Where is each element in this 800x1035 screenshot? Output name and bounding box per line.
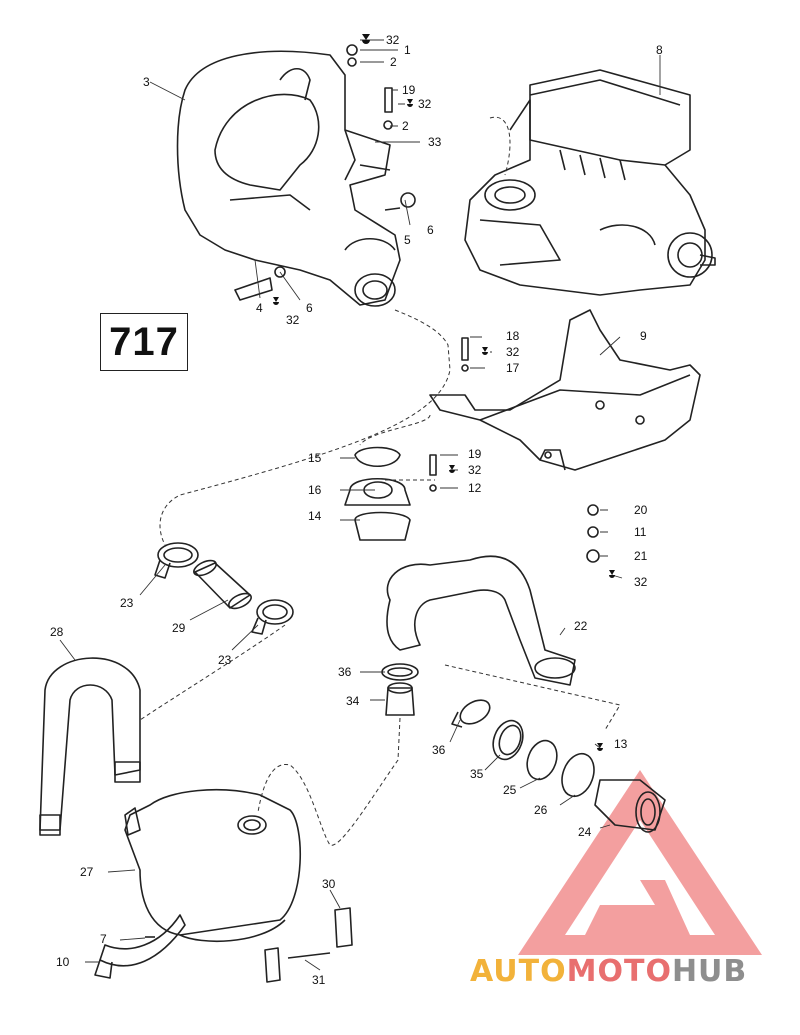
callout-12: 12 xyxy=(468,481,482,495)
callout-20: 20 xyxy=(634,503,648,517)
callout-31: 31 xyxy=(312,973,326,987)
exhaust-hose xyxy=(386,555,576,686)
callout-7: 7 xyxy=(100,932,107,946)
exhaust-outlet xyxy=(594,779,666,833)
callout-28: 28 xyxy=(50,625,64,639)
callout-27: 27 xyxy=(80,865,94,879)
hose-clamp-lower xyxy=(251,599,294,635)
callout-3: 3 xyxy=(143,75,150,89)
watermark-text: AUTOMOTOHUB xyxy=(470,954,747,989)
muffler-strap xyxy=(39,657,141,836)
callout-8: 8 xyxy=(656,43,663,57)
callout-35: 35 xyxy=(470,767,484,781)
callout-23: 23 xyxy=(218,653,232,667)
watermark-logo-icon xyxy=(518,770,762,955)
callout-labels: 32 1 2 19 32 2 33 3 8 5 6 4 32 6 18 32 1… xyxy=(50,33,663,987)
callout-1: 1 xyxy=(404,43,411,57)
callout-6: 6 xyxy=(427,223,434,237)
callout-29: 29 xyxy=(172,621,186,635)
callout-33: 33 xyxy=(428,135,442,149)
leader-lines xyxy=(59,39,661,971)
callout-32: 32 xyxy=(418,97,432,111)
callout-2: 2 xyxy=(402,119,409,133)
clamp-36-lower xyxy=(451,699,491,728)
hose-clamp-upper xyxy=(154,542,199,579)
callout-32: 32 xyxy=(386,33,400,47)
diagram-code-box: 717 xyxy=(100,313,188,371)
watermark-part-moto: MOTO xyxy=(566,954,672,989)
callout-26: 26 xyxy=(534,803,548,817)
callout-6: 6 xyxy=(306,301,313,315)
callout-19: 19 xyxy=(402,83,416,97)
callout-19: 19 xyxy=(468,447,482,461)
engine-support-bracket xyxy=(429,309,701,471)
sealant-drop-icons xyxy=(273,34,615,751)
callout-23: 23 xyxy=(120,596,134,610)
callout-30: 30 xyxy=(322,877,336,891)
callout-16: 16 xyxy=(308,483,322,497)
callout-15: 15 xyxy=(308,451,322,465)
watermark-part-hub: HUB xyxy=(671,954,748,989)
callout-34: 34 xyxy=(346,694,360,708)
ring-35 xyxy=(492,719,524,761)
hose-34 xyxy=(385,682,415,716)
muffler-support xyxy=(94,914,186,979)
callout-25: 25 xyxy=(503,783,517,797)
ring-25 xyxy=(526,739,558,781)
callout-13: 13 xyxy=(614,737,628,751)
callout-4: 4 xyxy=(256,301,263,315)
watermark-part-auto: AUTO xyxy=(470,954,567,989)
callout-22: 22 xyxy=(574,619,588,633)
callout-17: 17 xyxy=(506,361,520,375)
callout-5: 5 xyxy=(404,233,411,247)
callout-32: 32 xyxy=(506,345,520,359)
linkage-lines xyxy=(139,116,621,846)
engine xyxy=(464,69,716,296)
callout-32: 32 xyxy=(468,463,482,477)
ring-26 xyxy=(561,752,595,798)
callout-32: 32 xyxy=(634,575,648,589)
callout-18: 18 xyxy=(506,329,520,343)
callout-36: 36 xyxy=(338,665,352,679)
callout-11: 11 xyxy=(634,525,647,539)
rubber-mount xyxy=(344,446,411,541)
muffler xyxy=(124,789,302,943)
exhaust-manifold xyxy=(176,50,401,307)
callout-21: 21 xyxy=(634,549,648,563)
callout-24: 24 xyxy=(578,825,592,839)
callout-10: 10 xyxy=(56,955,70,969)
callout-32: 32 xyxy=(286,313,300,327)
callout-36: 36 xyxy=(432,743,446,757)
callout-14: 14 xyxy=(308,509,322,523)
diagram-code: 717 xyxy=(109,319,179,364)
bracket-plate xyxy=(264,907,353,983)
coupling-hose xyxy=(193,559,252,610)
callout-9: 9 xyxy=(640,329,647,343)
callout-2: 2 xyxy=(390,55,397,69)
clamp-36-upper xyxy=(381,663,419,681)
